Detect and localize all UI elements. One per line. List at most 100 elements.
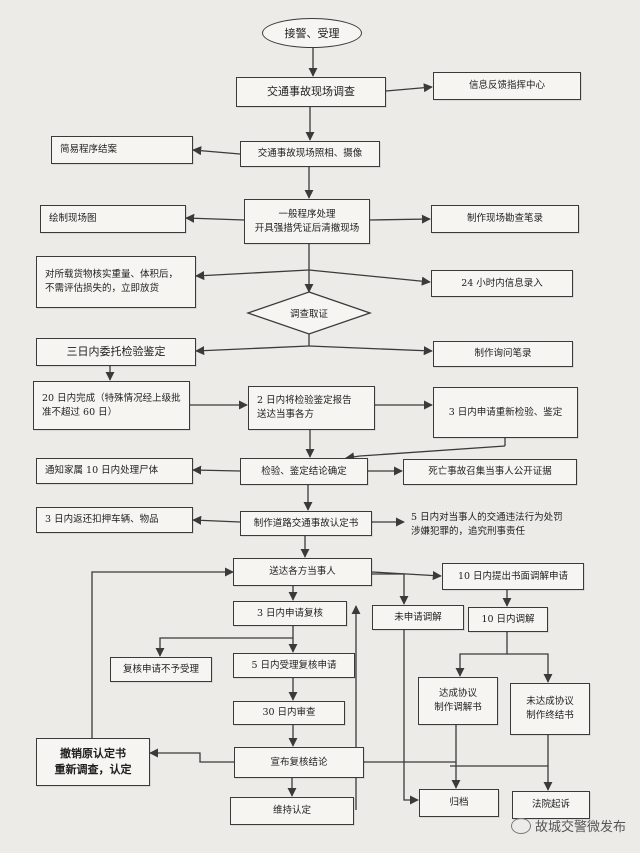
return-vehicle-label: 3 日内返还扣押车辆、物品	[45, 514, 159, 526]
make-cert-box: 制作道路交通事故认定书	[240, 511, 372, 536]
inquiry-record-box: 制作询问笔录	[433, 341, 573, 367]
arrow-review-reject	[155, 626, 294, 657]
review-apply-label: 3 日内申请复核	[256, 607, 324, 619]
mediate-10-box: 10 日内调解	[468, 607, 548, 632]
scene-investigation-box: 交通事故现场调查	[236, 77, 386, 107]
revoke-box: 撤销原认定书 重新调查，认定	[36, 738, 150, 786]
no-mediation-box: 未申请调解	[372, 605, 464, 630]
return-vehicle-box: 3 日内返还扣押车辆、物品	[36, 507, 193, 533]
arrow-mediation-apply	[371, 570, 442, 581]
confirm-result-box: 检验、鉴定结论确定	[240, 458, 368, 485]
arrow-no-mediation-archive	[403, 630, 419, 805]
announce-label: 宣布复核结论	[270, 756, 328, 768]
release-goods-box: 对所载货物核实重量、体积后， 不需评估损失的，立即放货	[36, 256, 196, 308]
info-entry-box: 24 小时内信息录入	[431, 270, 573, 297]
lawsuit-box: 法院起诉	[512, 791, 590, 819]
draw-scene-box: 绘制现场图	[40, 205, 186, 233]
commission-test-label: 三日内委托检验鉴定	[66, 345, 166, 359]
wechat-icon	[510, 817, 531, 834]
arrow-notify-family	[192, 465, 241, 475]
notify-family-box: 通知家属 10 日内处理尸体	[36, 458, 193, 484]
watermark: 故城交警微发布	[510, 816, 626, 835]
photo-box: 交通事故现场照相、摄像	[240, 141, 380, 167]
agreement-box: 达成协议 制作调解书	[418, 677, 498, 725]
make-cert-label: 制作道路交通事故认定书	[253, 517, 359, 529]
report-2-label: 2 日内将检验鉴定报告 送达当事各方	[257, 395, 352, 420]
review-30-box: 30 日内审查	[233, 701, 345, 725]
arrow-simple-close	[192, 146, 241, 156]
complete-20-box: 20 日内完成（特殊情况经上级批 准不超过 60 日）	[33, 381, 190, 430]
arrow-announce-revoke	[149, 748, 234, 763]
arrow-release-goods	[195, 269, 310, 281]
mediate-10-label: 10 日内调解	[481, 613, 535, 625]
criminal-label: 5 日内对当事人的交通违法行为处罚 涉嫌犯罪的，追究刑事责任	[411, 512, 563, 537]
death-notice-box: 死亡事故召集当事人公开证据	[403, 459, 577, 485]
arrow-agreement	[455, 632, 508, 677]
mediation-apply-label: 10 日内提出书面调解申请	[457, 570, 569, 582]
lawsuit-label: 法院起诉	[531, 799, 570, 811]
complete-20-label: 20 日内完成（特殊情况经上级批 准不超过 60 日）	[42, 392, 181, 418]
start-oval: 接警、受理	[262, 18, 362, 48]
arrow-survey-record	[369, 214, 431, 224]
arrow-revoke-back	[91, 567, 234, 738]
maintain-label: 维持认定	[272, 805, 311, 817]
no-mediation-label: 未申请调解	[394, 611, 442, 623]
archive-label: 归档	[449, 797, 469, 809]
revoke-label: 撤销原认定书 重新调查，认定	[54, 747, 132, 776]
photo-label: 交通事故现场照相、摄像	[257, 148, 363, 160]
investigate-diamond	[246, 291, 372, 335]
archive-box: 归档	[419, 789, 499, 817]
line-no-agreement-join	[450, 735, 549, 767]
info-entry-label: 24 小时内信息录入	[461, 277, 543, 289]
mediation-apply-box: 10 日内提出书面调解申请	[442, 563, 584, 590]
review-apply-box: 3 日内申请复核	[233, 601, 347, 626]
report-2-box: 2 日内将检验鉴定报告 送达当事各方	[248, 386, 375, 430]
info-center-box: 信息反馈指挥中心	[433, 72, 581, 100]
arrow-inquiry-record	[308, 345, 433, 356]
criminal-note: 5 日内对当事人的交通违法行为处罚 涉嫌犯罪的，追究刑事责任	[405, 506, 585, 544]
arrow-no-agreement	[507, 653, 553, 683]
announce-box: 宣布复核结论	[234, 747, 364, 778]
arrow-return-vehicle	[192, 515, 241, 525]
review-reject-box: 复核申请不予受理	[110, 657, 212, 682]
review-reject-label: 复核申请不予受理	[122, 663, 199, 675]
commission-test-box: 三日内委托检验鉴定	[36, 338, 196, 366]
no-agreement-label: 未达成协议 制作终结书	[526, 696, 574, 721]
simple-close-label: 简易程序结案	[60, 144, 118, 156]
arrow-draw-scene	[185, 213, 245, 223]
reapply-3-label: 3 日内申请重新检验、鉴定	[448, 406, 563, 418]
survey-record-label: 制作现场勘查笔录	[466, 213, 543, 225]
line-agreement-announce	[364, 725, 457, 763]
draw-scene-label: 绘制现场图	[49, 213, 97, 225]
start-label: 接警、受理	[284, 27, 340, 40]
info-center-label: 信息反馈指挥中心	[468, 80, 545, 92]
deliver-label: 送达各方当事人	[269, 566, 336, 578]
inquiry-record-label: 制作询问笔录	[474, 348, 532, 360]
general-procedure-label: 一般程序处理 开具强措凭证后清撤现场	[254, 208, 360, 234]
simple-close-box: 简易程序结案	[51, 136, 193, 164]
no-agreement-box: 未达成协议 制作终结书	[510, 683, 590, 735]
general-procedure-box: 一般程序处理 开具强措凭证后清撤现场	[244, 199, 370, 244]
scene-investigation-label: 交通事故现场调查	[267, 85, 355, 99]
arrow-info-entry	[308, 269, 431, 286]
review-30-label: 30 日内审查	[262, 707, 316, 719]
deliver-box: 送达各方当事人	[233, 558, 372, 586]
arrow-no-mediation	[372, 573, 409, 605]
agreement-label: 达成协议 制作调解书	[434, 688, 482, 713]
review-accept-box: 5 日内受理复核申请	[233, 653, 355, 678]
arrow-commission-test	[195, 345, 310, 356]
release-goods-label: 对所载货物核实重量、体积后， 不需评估损失的，立即放货	[45, 269, 179, 294]
review-accept-label: 5 日内受理复核申请	[251, 659, 337, 671]
survey-record-box: 制作现场勘查笔录	[431, 205, 579, 233]
maintain-box: 维持认定	[230, 797, 354, 825]
confirm-result-label: 检验、鉴定结论确定	[261, 465, 347, 477]
arrow-info-center	[385, 83, 433, 93]
notify-family-label: 通知家属 10 日内处理尸体	[45, 465, 159, 477]
watermark-text: 故城交警微发布	[534, 820, 626, 835]
death-notice-label: 死亡事故召集当事人公开证据	[428, 466, 552, 478]
reapply-3-box: 3 日内申请重新检验、鉴定	[433, 387, 578, 438]
arrow-reapply-confirm	[345, 445, 506, 462]
investigate-label: 调查取证	[289, 309, 328, 320]
